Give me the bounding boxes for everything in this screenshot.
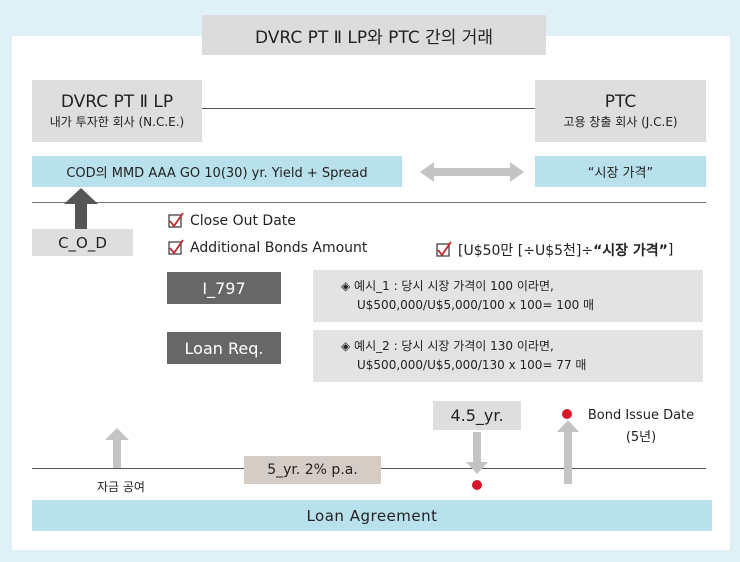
example-2-line2: U$500,000/U$5,000/130 x 100= 77 매: [357, 358, 587, 372]
dvrc-name: DVRC PT Ⅱ LP: [60, 92, 174, 112]
funding-label: 자금 공여: [97, 480, 145, 494]
separator-line: [32, 202, 706, 203]
dvrc-party-box: DVRC PT Ⅱ LP 내가 투자한 회사 (N.C.E.): [32, 80, 202, 142]
cod-box-text: C_O_D: [58, 233, 107, 252]
diagram-title: DVRC PT Ⅱ LP와 PTC 간의 거래: [202, 15, 546, 55]
ptc-party-box: PTC 고용 창출 회사 (J.C.E): [535, 80, 706, 142]
loan-request-box: Loan Req.: [167, 332, 281, 364]
check-formula: [U$50만 [÷U$5천]÷“시장 가격”]: [436, 240, 674, 260]
loan-agreement-bar: Loan Agreement: [32, 500, 712, 531]
year-45-text: 4.5_yr.: [450, 406, 504, 425]
loan-agreement-text: Loan Agreement: [306, 506, 438, 525]
example-1-box: ◈ 예시_1 : 당시 시장 가격이 100 이라면, U$500,000/U$…: [313, 270, 703, 322]
checkbox-icon: [168, 238, 184, 255]
close-out-label: Close Out Date: [190, 213, 296, 229]
double-arrow-icon: [420, 162, 524, 182]
bond-up-arrow-icon: [557, 420, 579, 484]
i797-box: I_797: [167, 272, 281, 304]
checkbox-icon: [436, 240, 452, 257]
check-additional-bonds: Additional Bonds Amount: [168, 238, 368, 256]
cod-box: C_O_D: [32, 229, 133, 256]
ptc-name: PTC: [604, 92, 637, 112]
term-5yr-box: 5_yr. 2% p.a.: [244, 456, 381, 484]
up-arrow-icon: [64, 188, 98, 230]
example-1-line2: U$500,000/U$5,000/100 x 100= 100 매: [357, 298, 595, 312]
bond-issue-line2: (5년): [625, 430, 657, 445]
term-5yr-text: 5_yr. 2% p.a.: [267, 462, 358, 478]
formula-pre: [U$50만 [÷U$5천]÷: [458, 243, 594, 259]
formula-post: ]: [667, 242, 674, 258]
market-price-bar: “시장 가격”: [535, 156, 706, 187]
bond-issue-line1: Bond Issue Date: [587, 408, 695, 423]
cod-yield-text: COD의 MMD AAA GO 10(30) yr. Yield + Sprea…: [66, 166, 368, 181]
dvrc-sub: 내가 투자한 회사 (N.C.E.): [49, 115, 185, 129]
funding-up-arrow-icon: [105, 428, 129, 468]
market-price-text: “시장 가격”: [587, 166, 654, 181]
i797-text: I_797: [202, 278, 246, 298]
cod-yield-bar: COD의 MMD AAA GO 10(30) yr. Yield + Sprea…: [32, 156, 402, 187]
example-1-line1: ◈ 예시_1 : 당시 시장 가격이 100 이라면,: [341, 279, 554, 293]
example-2-line1: ◈ 예시_2 : 당시 시장 가격이 130 이라면,: [341, 339, 554, 353]
example-2-box: ◈ 예시_2 : 당시 시장 가격이 130 이라면, U$500,000/U$…: [313, 330, 703, 382]
checkbox-icon: [168, 211, 184, 228]
bond-issue-label: Bond Issue Date (5년): [576, 405, 706, 449]
additional-bonds-label: Additional Bonds Amount: [190, 240, 368, 256]
diagram-title-text: DVRC PT Ⅱ LP와 PTC 간의 거래: [254, 27, 494, 48]
timepoint-45-dot: [472, 480, 482, 490]
bond-issue-dot: [562, 409, 572, 419]
loan-request-text: Loan Req.: [184, 338, 264, 358]
down-arrow-icon: [466, 432, 488, 474]
check-close-out: Close Out Date: [168, 211, 296, 229]
year-45-box: 4.5_yr.: [433, 401, 521, 430]
party-connector-line: [202, 108, 535, 109]
ptc-sub: 고용 창출 회사 (J.C.E): [563, 115, 678, 129]
formula-market-price: “시장 가격”: [593, 243, 668, 259]
